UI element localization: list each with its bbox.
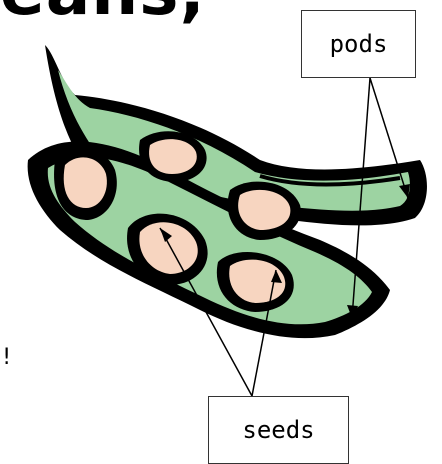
- side-text-fragment: !: [0, 345, 13, 370]
- pods-label: pods: [301, 10, 416, 78]
- seeds-label: seeds: [208, 396, 349, 464]
